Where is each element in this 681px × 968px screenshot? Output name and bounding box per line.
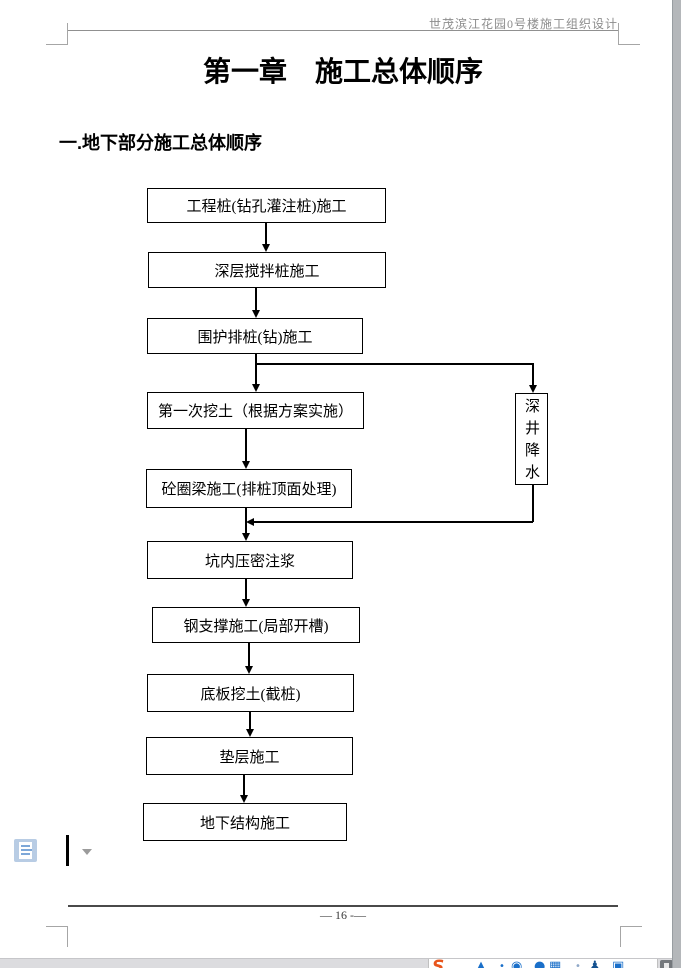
toolbox-icon[interactable]: ▣ — [612, 959, 625, 968]
paste-options-button[interactable] — [14, 839, 37, 862]
penguin-icon[interactable]: ♟ — [589, 959, 601, 968]
flow-step-ring-beam: 砼圈梁施工(排桩顶面处理) — [146, 469, 352, 508]
text-cursor — [66, 835, 69, 866]
text-boundary-mark-top-left — [67, 23, 68, 44]
branch-line-to-dewatering — [532, 363, 534, 386]
section-heading: 一.地下部分施工总体顺序 — [59, 133, 262, 153]
arrowhead-down-icon — [252, 310, 260, 318]
arrowhead-down-icon — [252, 384, 260, 392]
connector-line — [255, 288, 257, 311]
text-boundary-mark-bottom-left — [46, 926, 68, 927]
emoticon-icon[interactable]: ◉ — [511, 959, 523, 968]
connector-line — [255, 354, 257, 385]
flow-step-slab-excavation: 底板挖土(截桩) — [147, 674, 354, 712]
text-boundary-mark-top-left — [46, 44, 68, 45]
status-dot-icon[interactable]: • — [499, 961, 505, 968]
paste-options-icon — [21, 845, 30, 847]
tray-settings-icon[interactable] — [660, 960, 673, 968]
header-rule — [68, 30, 618, 31]
branch-line-to-dewatering — [255, 363, 533, 365]
flow-step-grouting: 坑内压密注浆 — [147, 541, 353, 579]
connector-line — [243, 775, 245, 796]
paste-options-icon — [21, 849, 32, 851]
arrowhead-down-icon — [245, 666, 253, 674]
flow-step-underground-structure: 地下结构施工 — [143, 803, 347, 841]
sogou-input-icon[interactable]: S — [432, 958, 445, 968]
taskbar-notification-panel: S ▲ • ◉ ● ▦ • ♟ ▣ — [428, 959, 658, 968]
connector-line — [248, 643, 250, 667]
arrowhead-down-icon — [262, 244, 270, 252]
arrowhead-down-icon — [246, 729, 254, 737]
page-number: — 16 -— — [320, 908, 366, 922]
flow-step-deep-well-dewatering: 深井降水 — [515, 393, 548, 486]
arrowhead-left-icon — [246, 518, 254, 526]
text-boundary-mark-top-right — [618, 44, 640, 45]
language-mode-icon[interactable]: ▲ — [476, 959, 486, 968]
keyboard-icon[interactable]: ▦ — [549, 959, 562, 968]
flow-step-engineering-piles: 工程桩(钻孔灌注桩)施工 — [147, 188, 386, 223]
flow-step-first-excavation: 第一次挖土（根据方案实施） — [147, 392, 364, 429]
arrowhead-down-icon — [242, 461, 250, 469]
flow-step-retaining-piles: 围护排桩(钻)施工 — [147, 318, 363, 354]
text-boundary-mark-bottom-right — [620, 926, 642, 927]
chapter-title: 第一章 施工总体顺序 — [202, 57, 483, 88]
arrowhead-down-icon — [242, 599, 250, 607]
idle-dot-icon[interactable]: • — [575, 961, 581, 968]
flow-step-cushion-layer: 垫层施工 — [146, 737, 353, 775]
taskbar: S ▲ • ◉ ● ▦ • ♟ ▣ — [0, 958, 681, 968]
text-boundary-mark-top-right — [618, 23, 619, 44]
paste-options-icon — [19, 842, 32, 859]
paste-options-icon — [21, 853, 30, 855]
merge-line-from-dewatering — [254, 521, 533, 523]
connector-line — [245, 429, 247, 462]
connector-line — [249, 712, 251, 730]
user-icon[interactable]: ● — [534, 959, 546, 968]
connector-line — [245, 508, 247, 534]
page-header-title: 世茂滨江花园0号楼施工组织设计 — [428, 17, 618, 31]
flow-step-steel-supports: 钢支撑施工(局部开槽) — [152, 607, 360, 643]
window-edge-strip — [672, 0, 681, 968]
tray-settings-icon — [664, 963, 669, 968]
arrowhead-down-icon — [242, 533, 250, 541]
arrowhead-down-icon — [529, 385, 537, 393]
chevron-down-icon[interactable] — [82, 849, 92, 855]
text-boundary-mark-bottom-right — [620, 926, 621, 947]
text-boundary-mark-bottom-left — [67, 926, 68, 947]
merge-line-from-dewatering — [532, 485, 534, 522]
connector-line — [245, 579, 247, 600]
flow-step-deep-mixing-piles: 深层搅拌桩施工 — [148, 252, 386, 288]
connector-line — [265, 223, 267, 245]
footer-rule — [68, 905, 618, 907]
arrowhead-down-icon — [240, 795, 248, 803]
